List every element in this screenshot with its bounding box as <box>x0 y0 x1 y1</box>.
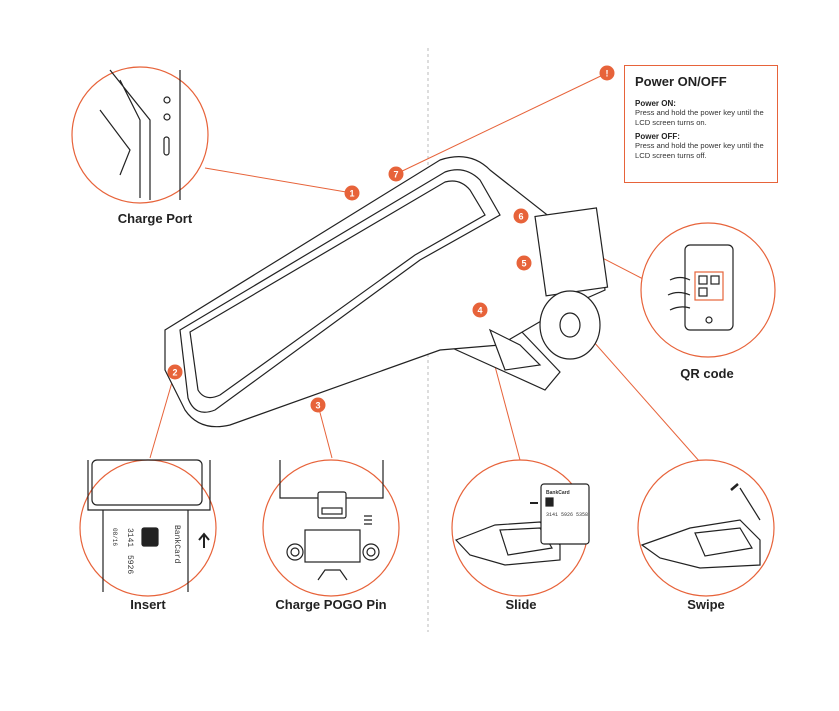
svg-text:6: 6 <box>518 212 523 222</box>
svg-text:5: 5 <box>521 259 526 269</box>
slide-card-brand: BankCard <box>546 490 570 496</box>
slide-card-number: 3141 5926 5358 <box>546 512 588 518</box>
screen <box>189 180 486 399</box>
pogo-pin-detail <box>262 459 400 597</box>
receipt-paper <box>534 207 609 297</box>
badge-6: 6 <box>513 208 529 224</box>
label-swipe: Swipe <box>687 597 725 612</box>
power-on-title: Power ON: <box>635 99 676 108</box>
power-off-text: Press and hold the power key until the L… <box>635 141 764 160</box>
svg-text:!: ! <box>606 69 609 79</box>
label-slide: Slide <box>505 597 537 612</box>
swipe-detail <box>637 459 775 597</box>
card-number-1: 3141 <box>125 528 134 547</box>
svg-text:3: 3 <box>315 401 320 411</box>
svg-text:7: 7 <box>393 170 398 180</box>
card-brand: BankCard <box>172 525 181 564</box>
badge-3: 3 <box>310 397 326 413</box>
svg-text:1: 1 <box>349 189 354 199</box>
card-expiry: 08/16 <box>111 528 118 546</box>
warning-badge: ! <box>599 65 615 81</box>
power-on-text: Press and hold the power key until the L… <box>635 108 764 127</box>
power-off-title: Power OFF: <box>635 132 680 141</box>
svg-text:4: 4 <box>477 306 482 316</box>
badge-4: 4 <box>472 302 488 318</box>
card-number-2: 5926 <box>125 555 134 574</box>
badge-2: 2 <box>167 364 183 380</box>
label-insert: Insert <box>130 597 166 612</box>
power-box-title: Power ON/OFF <box>635 74 727 89</box>
badge-7: 7 <box>388 166 404 182</box>
label-charge-pogo-pin: Charge POGO Pin <box>275 597 387 612</box>
label-qr-code: QR code <box>680 366 734 381</box>
badge-5: 5 <box>516 255 532 271</box>
badge-1: 1 <box>344 185 360 201</box>
qr-code-detail <box>640 222 776 358</box>
power-info-box: Power ON/OFF Power ON: Press and hold th… <box>624 65 778 183</box>
svg-text:2: 2 <box>172 368 177 378</box>
callout-badges: 1 2 3 4 5 6 7 ! <box>167 65 615 413</box>
pos-terminal <box>164 156 609 428</box>
label-charge-port: Charge Port <box>117 211 193 226</box>
